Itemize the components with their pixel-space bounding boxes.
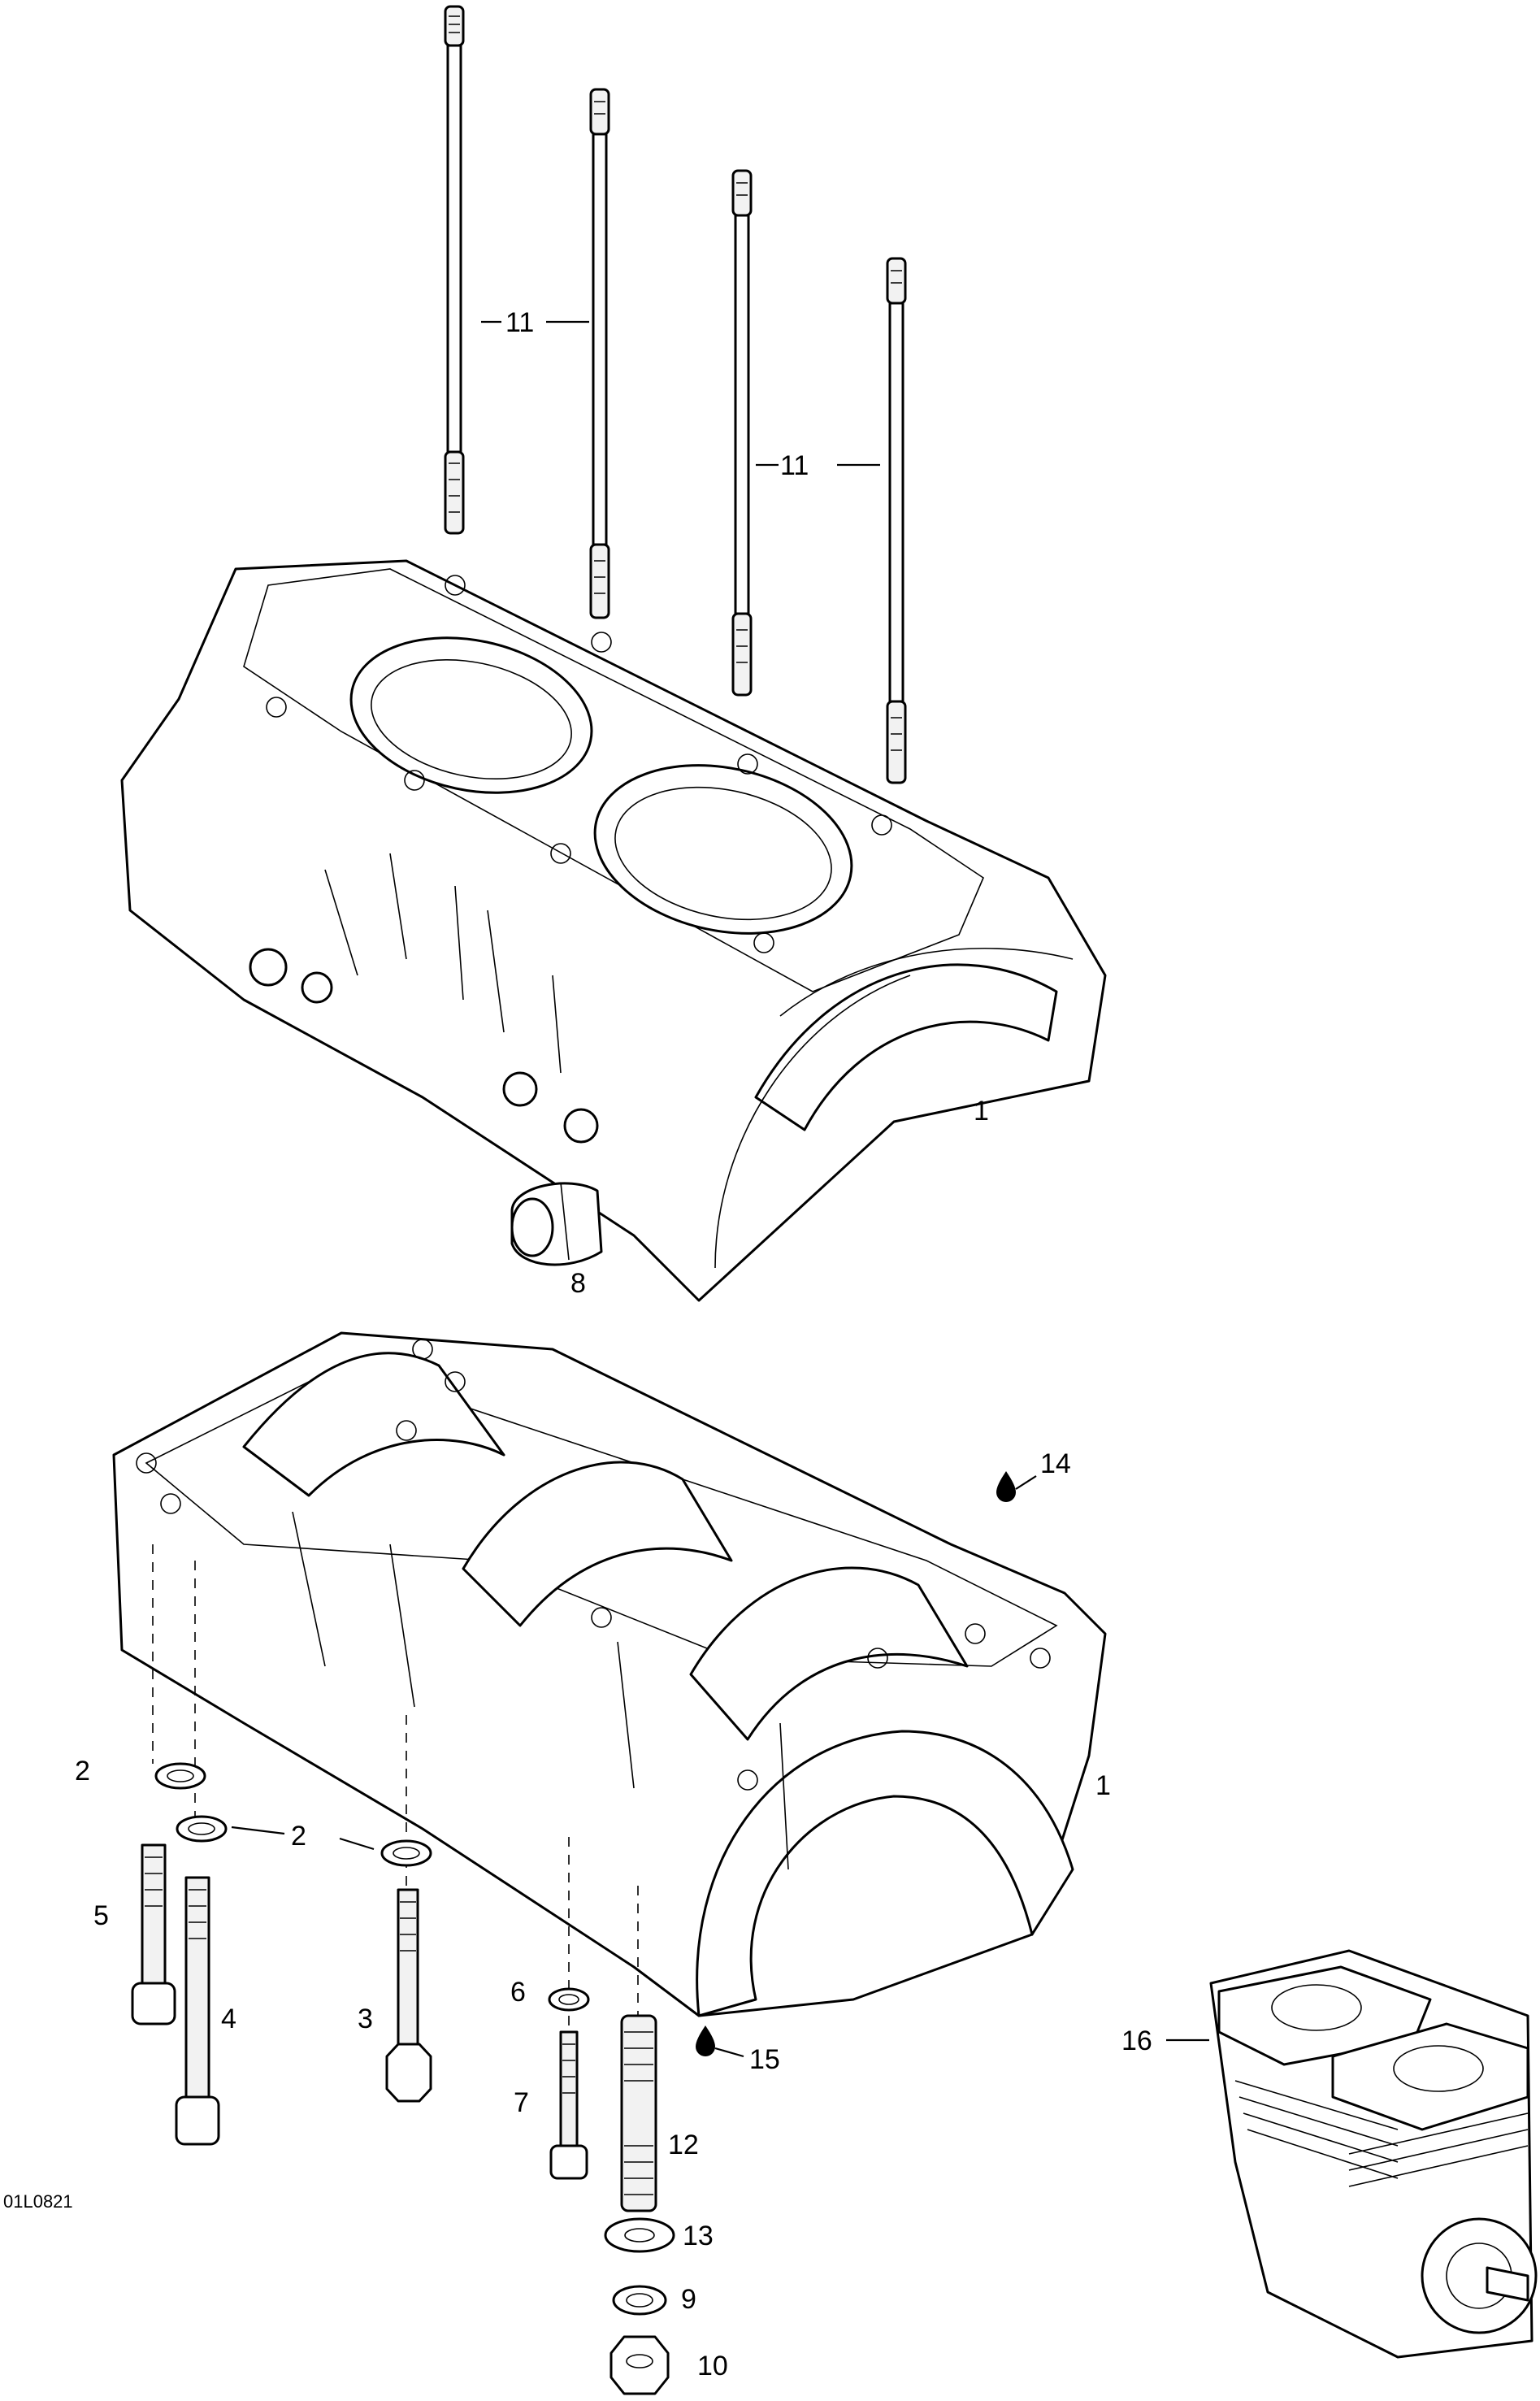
callout-7: 7 bbox=[514, 2087, 529, 2118]
callout-9: 9 bbox=[681, 2284, 696, 2315]
callout-15: 15 bbox=[749, 2044, 780, 2075]
lock-washer-9 bbox=[612, 2285, 667, 2316]
upper-crankcase-half bbox=[120, 559, 1107, 1302]
stud-bolts-11 bbox=[444, 5, 907, 784]
callout-10: 10 bbox=[697, 2351, 728, 2381]
callout-1: 1 bbox=[1095, 1770, 1111, 1801]
leader-lines bbox=[231, 320, 1209, 2058]
stud-2 bbox=[589, 88, 610, 619]
callout-5: 5 bbox=[93, 1900, 109, 1931]
socket-screw-5 bbox=[131, 1843, 176, 2025]
stud-12 bbox=[620, 2014, 657, 2212]
lock-washer-2-middle bbox=[176, 1815, 228, 1843]
callout-4: 4 bbox=[221, 2004, 236, 2034]
stud-3 bbox=[731, 169, 753, 697]
lock-washer-2-upper bbox=[154, 1762, 206, 1790]
lower-crankcase-half bbox=[112, 1331, 1107, 2017]
callout-2: 2 bbox=[291, 1821, 306, 1852]
stud-1 bbox=[444, 5, 465, 535]
hex-bolt-3 bbox=[385, 1888, 432, 2103]
callout-11: 11 bbox=[505, 307, 534, 338]
callout-13: 13 bbox=[683, 2221, 714, 2251]
flat-washer-13 bbox=[604, 2217, 675, 2253]
callout-8: 8 bbox=[570, 1268, 586, 1299]
callout-14: 14 bbox=[1040, 1448, 1071, 1479]
callout-1: 1 bbox=[974, 1096, 989, 1127]
stud-4 bbox=[886, 257, 907, 784]
callout-12: 12 bbox=[668, 2130, 699, 2160]
callout-16: 16 bbox=[1121, 2025, 1152, 2056]
engine-assembly-16 bbox=[1209, 1949, 1538, 2359]
socket-screw-4 bbox=[175, 1876, 220, 2146]
callout-6: 6 bbox=[510, 1977, 526, 2008]
sealant-drop-icon bbox=[696, 2025, 715, 2056]
callout-2: 2 bbox=[75, 1756, 90, 1787]
callouts: 11 11 1 8 14 1 2 2 5 4 3 6 7 12 15 13 9 … bbox=[75, 307, 1152, 2381]
washer-6 bbox=[548, 1987, 590, 2012]
sealant-drop-icon bbox=[996, 1471, 1016, 1502]
socket-screw-7 bbox=[549, 2030, 588, 2180]
drawing-code: 01L0821 bbox=[3, 2191, 73, 2212]
callout-3: 3 bbox=[358, 2004, 373, 2034]
lock-washer-2-right bbox=[380, 1839, 432, 1867]
callout-11: 11 bbox=[780, 450, 809, 481]
plug-8 bbox=[510, 1182, 603, 1266]
hex-nut-10 bbox=[609, 2335, 670, 2395]
